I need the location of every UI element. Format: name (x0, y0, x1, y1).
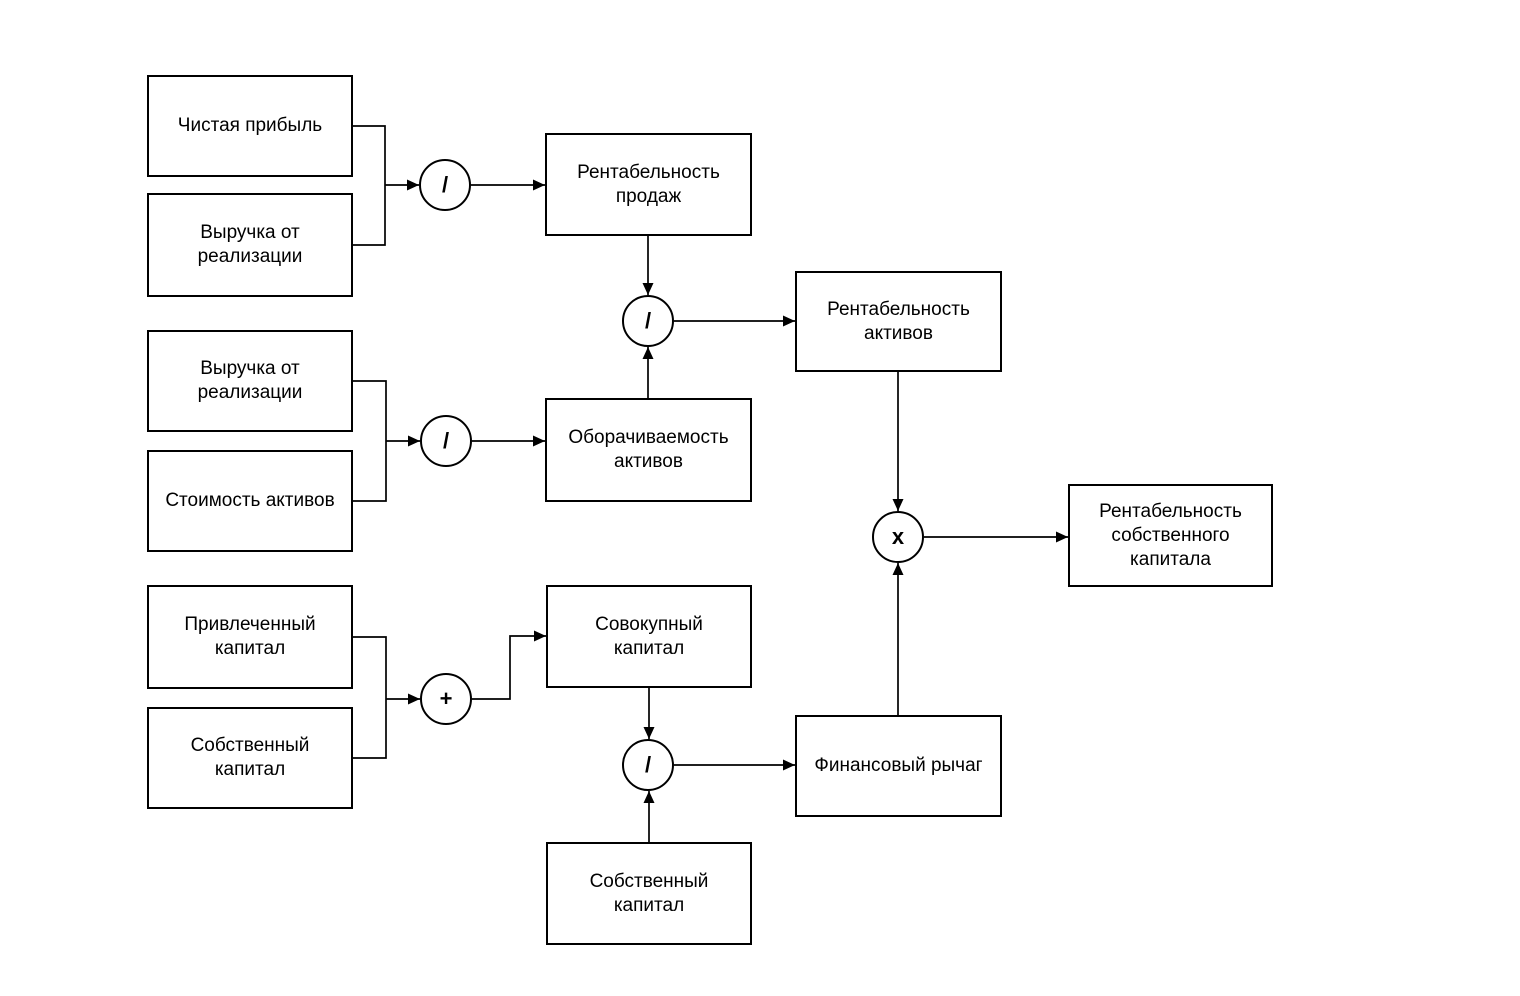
node-return-on-assets: Рентабельность активов (795, 271, 1002, 372)
node-financial-leverage: Финансовый рычаг (795, 715, 1002, 817)
node-total-capital: Совокупный капитал (546, 585, 752, 688)
operator-divide-assets: / (622, 295, 674, 347)
node-equity-capital-bottom-label: Собственный капитал (589, 870, 709, 916)
node-asset-value-label: Стоимость активов (165, 490, 335, 511)
operator-multiply-equity-symbol: x (891, 524, 905, 549)
operator-divide-turnover: / (420, 415, 472, 467)
node-return-on-sales-label: Рентабельность продаж (577, 161, 720, 207)
operator-divide-sales-symbol: / (441, 172, 449, 197)
operator-divide-leverage: / (622, 739, 674, 791)
operator-divide-leverage-symbol: / (644, 752, 652, 777)
node-sales-revenue-top: Выручка от реализации (147, 193, 353, 297)
operator-divide-sales: / (419, 159, 471, 211)
node-borrowed-capital-label: Привлеченный капитал (184, 614, 316, 659)
bracket-group2 (353, 380, 387, 502)
operator-plus-capital-symbol: + (439, 686, 453, 711)
bracket-group1 (353, 125, 386, 246)
operator-plus-capital: + (420, 673, 472, 725)
node-equity-capital: Собственный капитал (147, 707, 353, 809)
node-total-capital-label: Совокупный капитал (595, 613, 703, 659)
node-sales-revenue-top-label: Выручка от реализации (197, 222, 303, 267)
node-asset-turnover: Оборачиваемость активов (545, 398, 752, 502)
node-return-on-equity-label: Рентабельность собственного капитала (1099, 500, 1242, 570)
node-return-on-assets-label: Рентабельность активов (827, 298, 970, 344)
arrow-plus-to-total-capital (472, 630, 546, 700)
node-sales-revenue-mid-label: Выручка от реализации (197, 358, 303, 403)
node-net-profit-label: Чистая прибыль (177, 115, 323, 136)
node-equity-capital-bottom: Собственный капитал (546, 842, 752, 945)
node-net-profit: Чистая прибыль (147, 75, 353, 177)
node-equity-capital-label: Собственный капитал (190, 735, 310, 780)
operator-divide-assets-symbol: / (644, 308, 652, 333)
bracket-group3 (353, 636, 387, 759)
operator-multiply-equity: x (872, 511, 924, 563)
node-return-on-sales: Рентабельность продаж (545, 133, 752, 236)
operator-divide-turnover-symbol: / (442, 428, 450, 453)
node-financial-leverage-label: Финансовый рычаг (814, 755, 983, 776)
node-borrowed-capital: Привлеченный капитал (147, 585, 353, 689)
node-asset-value: Стоимость активов (147, 450, 353, 552)
node-return-on-equity: Рентабельность собственного капитала (1068, 484, 1273, 587)
node-asset-turnover-label: Оборачиваемость активов (568, 427, 729, 472)
node-sales-revenue-mid: Выручка от реализации (147, 330, 353, 432)
